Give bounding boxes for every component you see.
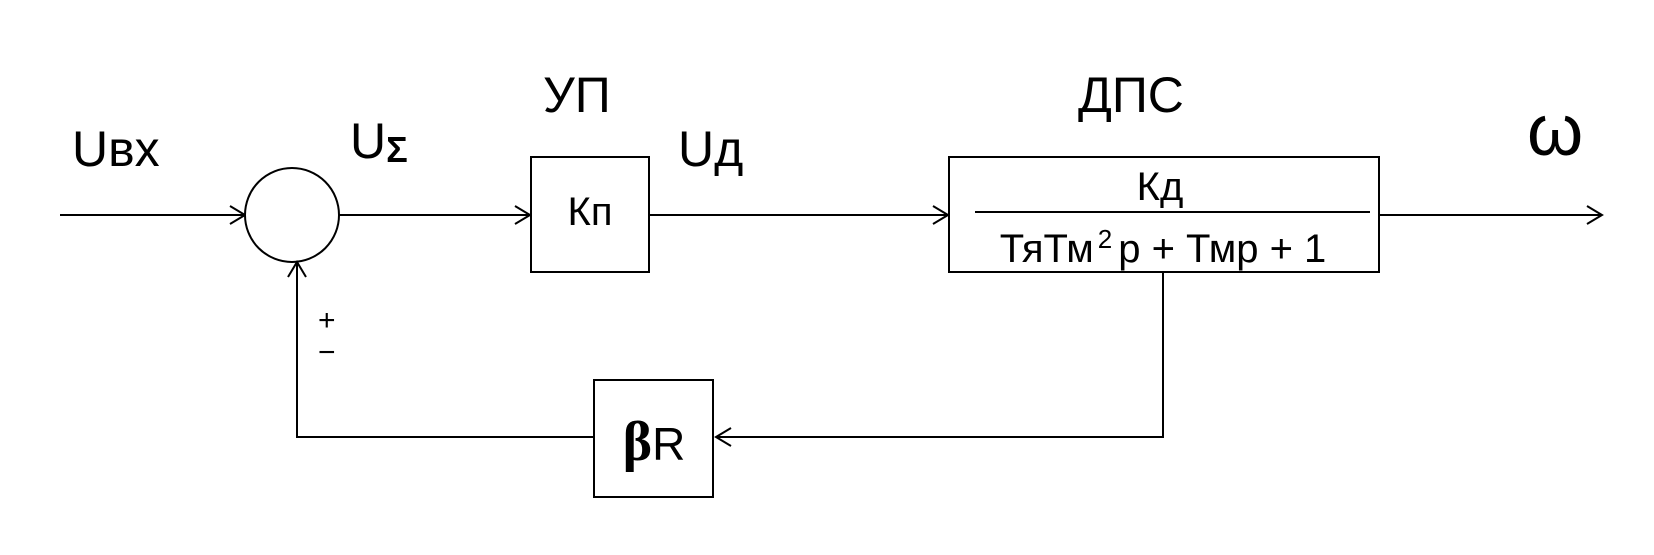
sign-plus: + [318, 304, 336, 337]
feedback-wire-left [296, 262, 594, 438]
feedback-gain: βR [623, 411, 686, 473]
motor-title: ДПС [1078, 67, 1184, 123]
sum-signal-label: UΣ [350, 113, 408, 170]
converter-block [530, 156, 650, 273]
feedback-wire-right [716, 272, 1164, 438]
feedback-arrowhead [714, 427, 732, 447]
sum-feedback-arrowhead [287, 260, 307, 278]
converter-title: УП [543, 67, 611, 123]
output-signal-label: ω [1527, 91, 1583, 171]
motor-voltage-label: Uд [678, 121, 743, 177]
motor-numerator: Кд [1137, 165, 1184, 209]
output-arrowhead [1586, 205, 1604, 225]
summing-junction [244, 167, 340, 263]
converter-gain: Кп [568, 190, 613, 234]
sign-minus: − [318, 336, 336, 369]
input-signal-label: Uвх [72, 121, 160, 177]
feedback-block [593, 379, 714, 498]
